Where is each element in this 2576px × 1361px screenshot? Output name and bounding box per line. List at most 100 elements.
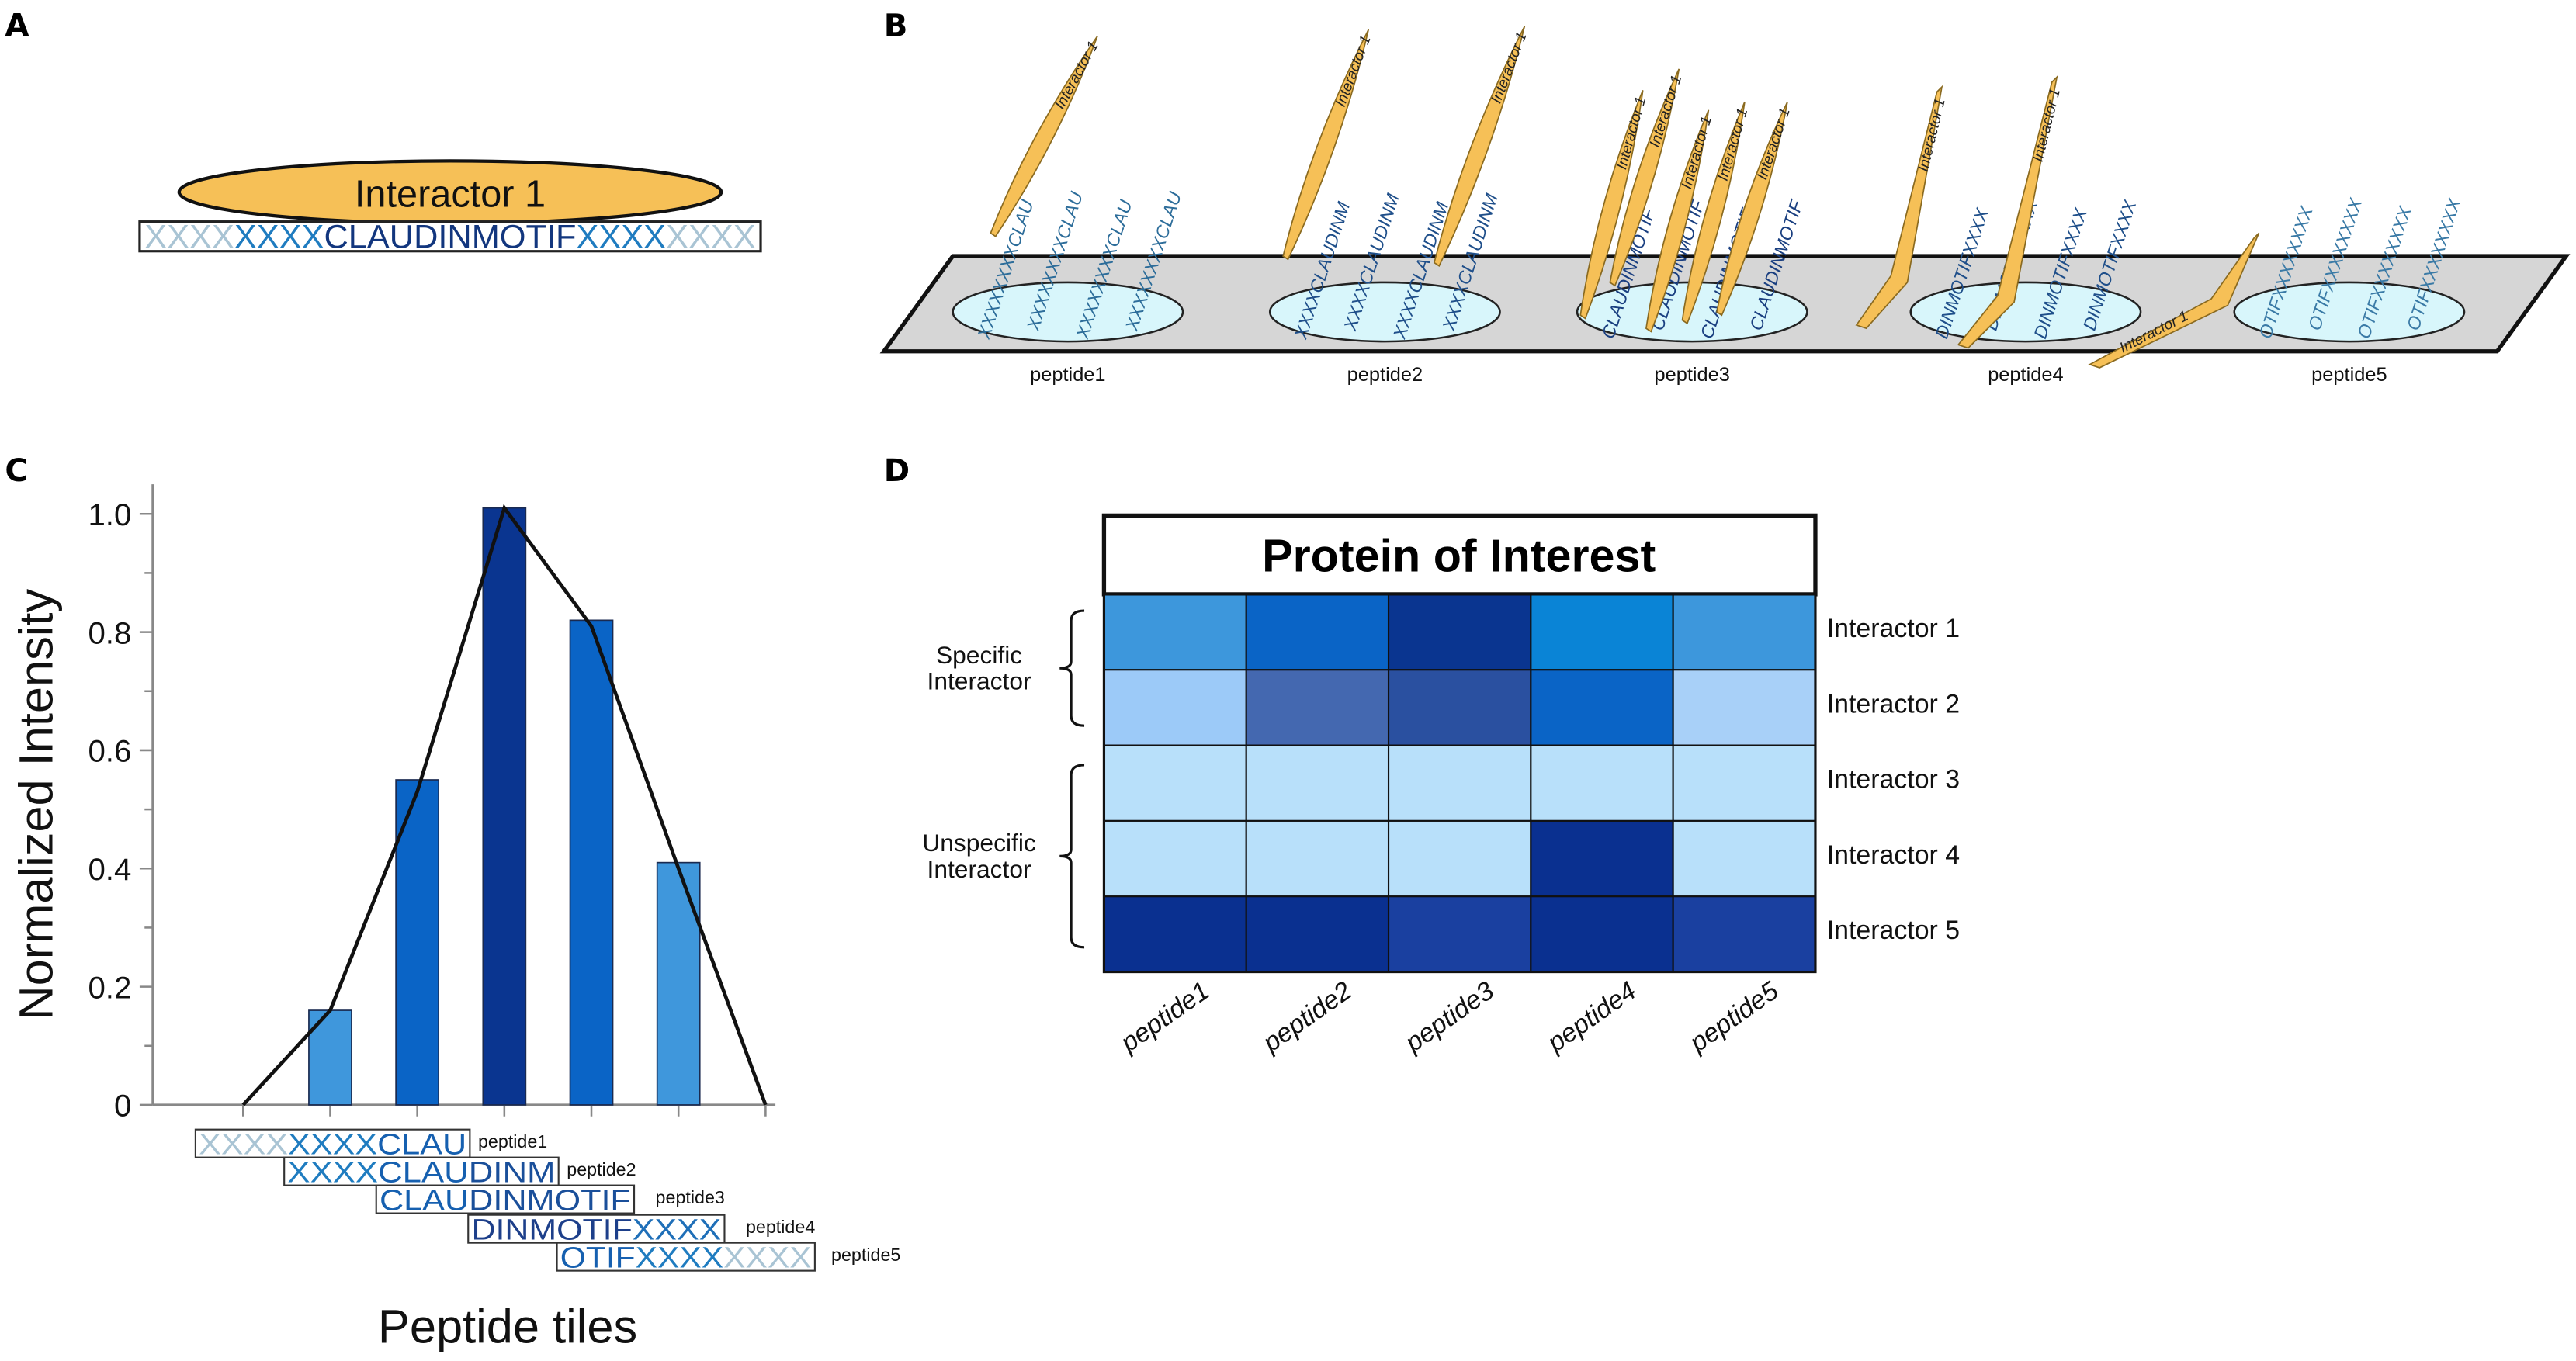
y-axis-title: Normalized Intensity: [10, 589, 64, 1020]
heatmap-cell: [1387, 593, 1532, 671]
tile-label: peptide3: [656, 1187, 725, 1207]
row-label: Interactor 2: [1827, 689, 1960, 719]
sequence-segment: XXXX: [287, 1156, 378, 1189]
heatmap-title: Protein of Interest: [1262, 529, 1656, 581]
peptide-spots: [952, 281, 2466, 343]
y-tick-label: 0.4: [88, 852, 131, 887]
heatmap-cell: [1530, 895, 1674, 973]
heatmap-cell: [1672, 669, 1817, 746]
sequence-segment: CLAU: [380, 1184, 469, 1217]
heatmap-border: [1102, 593, 1817, 974]
group-bracket: [1059, 764, 1085, 949]
sequence-segment: XXXX: [144, 218, 234, 255]
panel-d: D Protein of Interest Interactor 1Intera…: [884, 453, 1960, 1058]
heatmap-cell: [1530, 593, 1674, 671]
peptide-labels: peptide1 peptide2 peptide3 peptide4 peptide5: [1030, 364, 2387, 386]
heatmap-cell: [1245, 819, 1390, 898]
panel-letter-d: D: [884, 453, 910, 489]
peptide-spot: [1268, 281, 1501, 343]
interactor-shape: [1609, 68, 1680, 287]
heatmap-cell: [1530, 669, 1674, 746]
interactor-label: Interactor 1: [1679, 115, 1715, 191]
sequence-segment: OTIF: [560, 1242, 636, 1274]
heatmap-cell: [1672, 819, 1817, 898]
peptide-label: peptide1: [1030, 364, 1105, 386]
row-label: Interactor 5: [1827, 916, 1960, 945]
panel-letter-c: C: [5, 453, 28, 489]
interactor-shape: [1855, 85, 1943, 330]
tile-box: [375, 1184, 636, 1214]
group-label: Specific: [936, 641, 1022, 669]
interactor-label: Interactor 1: [1715, 106, 1752, 182]
heatmap-cell: [1245, 744, 1390, 822]
row-labels: Interactor 1 Interactor 2 Interactor 3 Inte…: [1827, 614, 1960, 945]
heatmap-cell: [1103, 669, 1247, 746]
group-label: Interactor: [927, 855, 1032, 883]
group-bracket: [1059, 609, 1085, 727]
heatmap-cell: [1103, 895, 1247, 973]
heatmap-cell: [1387, 819, 1532, 898]
heatmap-cell: [1672, 744, 1817, 822]
sequence-segment: XXXX: [723, 1242, 811, 1274]
tile-box: [467, 1214, 726, 1244]
heatmap-cell: [1672, 895, 1817, 973]
sequence-segment: XXXX: [234, 218, 324, 255]
sequence-segment: DINM: [469, 1156, 556, 1189]
tile-label: peptide5: [831, 1245, 900, 1265]
tile-box: [194, 1128, 471, 1158]
heatmap-cell: [1103, 819, 1247, 898]
sequence-segment: CLAU: [378, 1156, 469, 1189]
bar-peptide4: [569, 619, 614, 1106]
tile-box: [556, 1242, 816, 1272]
peptide-spot: [952, 281, 1184, 343]
bar-peptide2: [395, 779, 440, 1106]
row-label: Interactor 1: [1827, 614, 1960, 643]
interactor-label: Interactor 1: [2030, 87, 2064, 163]
interactor-shape: [1282, 29, 1370, 261]
heatmap-cell: [1387, 744, 1532, 822]
tile-label: peptide2: [567, 1159, 636, 1179]
row-label: Interactor 4: [1827, 840, 1960, 870]
interactor-shape: [1716, 101, 1788, 317]
heatmap-cell: [1245, 895, 1390, 973]
heatmap-cells: [1102, 593, 1817, 974]
peptide-label: peptide4: [1988, 364, 2063, 386]
peptide-label: peptide5: [2311, 364, 2387, 386]
sequence-segment: XXXX: [636, 1242, 723, 1274]
interactor-shape: [1957, 74, 2058, 349]
column-label: peptide4: [1541, 976, 1642, 1058]
tile-label: peptide4: [746, 1217, 815, 1237]
peptide-label: peptide3: [1655, 364, 1730, 386]
heatmap-cell: [1530, 819, 1674, 898]
bar-peptide5: [656, 861, 701, 1106]
heatmap-cell: [1103, 744, 1247, 822]
heatmap-cell: [1387, 895, 1532, 973]
tile-label: peptide1: [478, 1131, 547, 1151]
sequence-segment: XXXX: [199, 1128, 288, 1161]
interactor-shape: [1579, 90, 1644, 320]
panel-letter-a: A: [5, 9, 29, 44]
sequence-segment: DINMOTIF: [469, 1184, 631, 1217]
x-ticks: [242, 1104, 767, 1117]
panel-letter-b: B: [884, 9, 908, 44]
column-label: peptide2: [1257, 976, 1357, 1058]
heatmap-cell: [1530, 744, 1674, 822]
peptide-label: peptide2: [1347, 364, 1423, 386]
group-label: Interactor: [927, 667, 1032, 695]
interactor-shape: [1645, 109, 1710, 333]
interactor-label: Interactor 1: [1052, 39, 1101, 113]
peptide-sequence-box: [138, 220, 762, 253]
bars: [308, 507, 701, 1106]
row-label: Interactor 3: [1827, 765, 1960, 795]
sequence-segment: CLAU: [377, 1128, 466, 1161]
interactor-label: Interactor 1: [1333, 33, 1375, 109]
column-label: peptide1: [1115, 976, 1215, 1058]
peptide-spot: [1909, 281, 2142, 343]
column-label: peptide5: [1683, 976, 1784, 1058]
trend-line: [241, 504, 768, 1106]
